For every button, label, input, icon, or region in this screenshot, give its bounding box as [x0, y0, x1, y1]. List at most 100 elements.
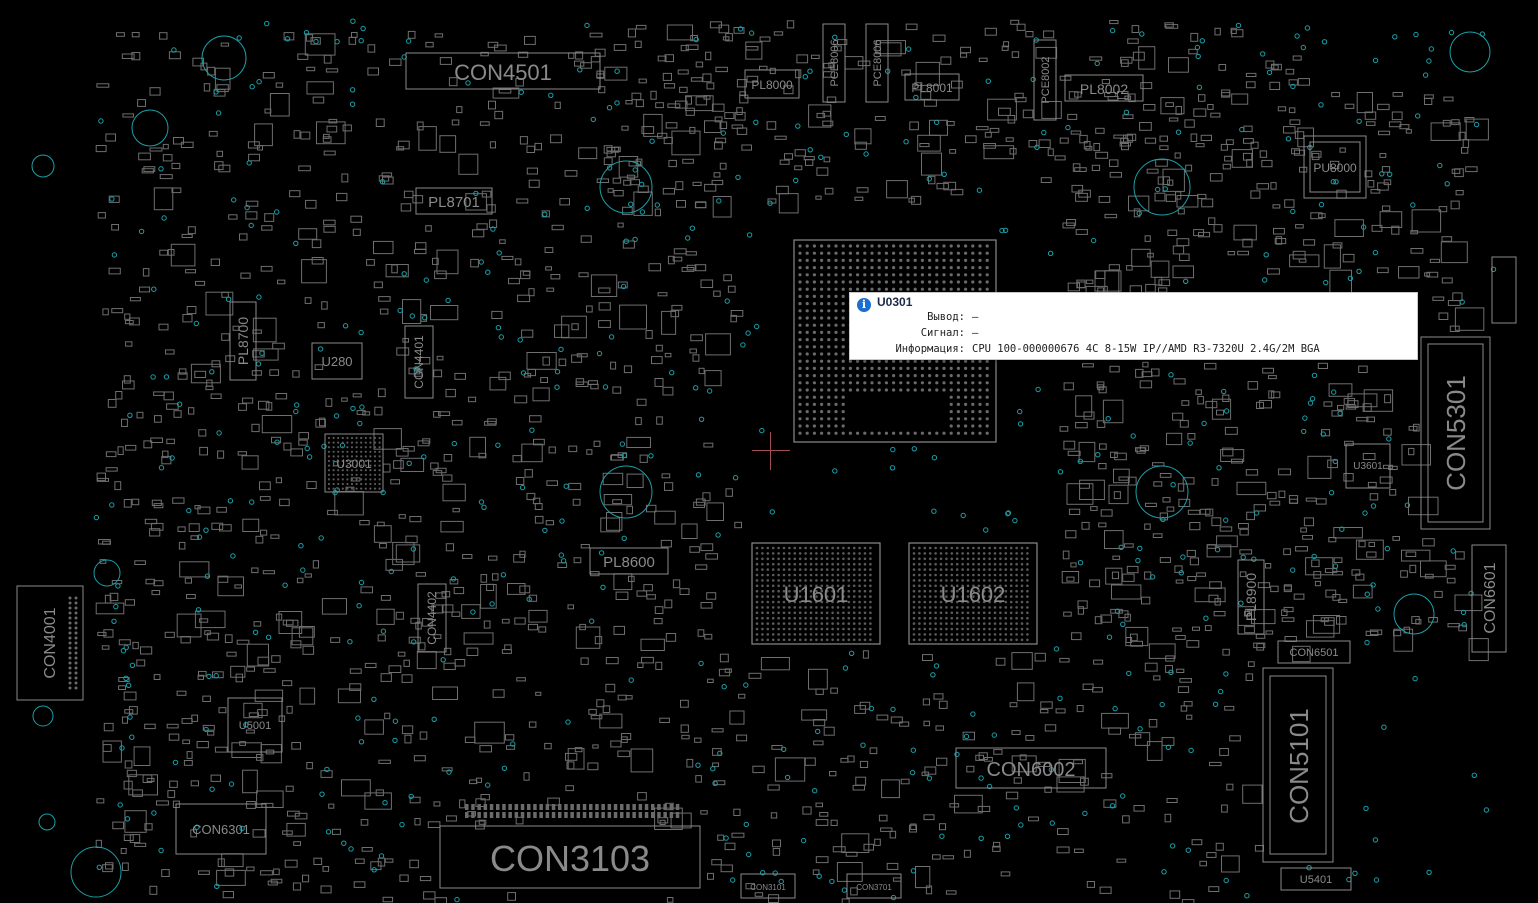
- u280-chip[interactable]: U280: [311, 342, 363, 380]
- bga-ball: [971, 374, 975, 378]
- con6501-connector[interactable]: CON6501: [1277, 640, 1351, 664]
- smd-component: [690, 77, 703, 82]
- con3701-connector[interactable]: CON6301: [175, 803, 267, 855]
- bga-ball: [956, 417, 961, 421]
- connector-pin: [675, 804, 680, 810]
- bga-ball: [912, 552, 916, 555]
- con4501-connector[interactable]: CON4501: [405, 52, 601, 90]
- smd-component: [770, 812, 778, 819]
- smd-component: [196, 741, 209, 749]
- smd-component: [1269, 500, 1281, 506]
- u3001-bga-package[interactable]: U3001: [324, 433, 384, 493]
- smd-component: [565, 752, 578, 761]
- u1602-bga-package[interactable]: U1602: [908, 542, 1038, 645]
- bga-ball: [820, 345, 824, 349]
- bga-ball: [834, 302, 838, 306]
- con6502-connector[interactable]: U5401: [1280, 867, 1352, 891]
- pce8006-capacitor[interactable]: PCE8006: [865, 23, 889, 103]
- bga-ball: [1004, 573, 1008, 577]
- bga-ball: [798, 568, 802, 571]
- mounting-hole: [1449, 31, 1491, 73]
- con4402-connector[interactable]: CON4402: [417, 583, 447, 653]
- smd-component: [1196, 572, 1206, 577]
- smd-component: [568, 52, 575, 59]
- bga-ball: [755, 616, 759, 620]
- bga-ball: [827, 338, 831, 342]
- bga-ball: [804, 633, 807, 636]
- con6002-connector[interactable]: CON6002: [955, 747, 1107, 789]
- bga-ball: [918, 622, 921, 625]
- smd-component: [1366, 121, 1376, 126]
- bga-ball: [831, 589, 834, 593]
- smd-component: [407, 30, 416, 39]
- pu8000-controller[interactable]: PU8000: [1303, 135, 1367, 199]
- con3103-connector[interactable]: CON3701: [846, 873, 902, 899]
- via: [554, 384, 560, 390]
- bga-ball: [827, 431, 831, 435]
- smd-component: [1230, 27, 1237, 34]
- bga-ball: [985, 366, 989, 370]
- con6301-connector[interactable]: CON3101: [740, 873, 796, 899]
- smd-component: [692, 181, 702, 187]
- smd-component: [654, 208, 661, 217]
- pl8700-inductor[interactable]: PL8700: [229, 301, 257, 381]
- smd-component: [550, 134, 562, 144]
- via: [98, 118, 104, 124]
- con4401-connector[interactable]: CON4401: [404, 325, 434, 399]
- mounting-hole: [131, 109, 169, 147]
- bga-ball: [827, 410, 831, 414]
- con4001-connector[interactable]: CON4001: [16, 585, 84, 701]
- bga-ball: [848, 244, 853, 248]
- via: [1352, 870, 1358, 876]
- smd-component: [96, 472, 106, 481]
- pl8000-inductor[interactable]: PL8000: [744, 69, 800, 99]
- smd-component: [210, 774, 222, 782]
- bga-ball: [841, 431, 845, 435]
- bga-ball: [988, 616, 991, 620]
- smd-component: [1083, 411, 1095, 420]
- bga-ball: [899, 287, 903, 291]
- bga-ball: [1015, 600, 1018, 604]
- smd-component: [631, 92, 642, 101]
- pl8600-inductor[interactable]: PL8600: [589, 547, 669, 575]
- pce8006-capacitor[interactable]: PCE8006: [822, 23, 846, 103]
- u5401-chip[interactable]: U3601: [1345, 443, 1391, 489]
- bga-ball: [1026, 600, 1029, 604]
- con6601-connector[interactable]: CON6601: [1471, 544, 1507, 653]
- bga-ball: [966, 600, 970, 604]
- con5101-connector[interactable]: CON5101: [1262, 667, 1334, 863]
- smd-component: [1131, 248, 1151, 267]
- smd-component: [439, 135, 457, 153]
- pce8002-capacitor[interactable]: PCE8002: [1033, 39, 1057, 121]
- con3101-connector[interactable]: CON3103: [439, 804, 701, 889]
- bga-ball: [935, 287, 939, 291]
- u1601-bga-package[interactable]: U1601: [751, 542, 881, 645]
- bga-ball: [863, 251, 867, 255]
- smd-component: [681, 523, 698, 539]
- smd-component: [605, 683, 616, 693]
- pl8900-inductor[interactable]: PL8900: [1237, 559, 1265, 635]
- u5001-chip[interactable]: [1491, 256, 1517, 324]
- via: [793, 177, 799, 184]
- smd-component: [1365, 630, 1379, 636]
- bga-ball: [798, 584, 802, 588]
- smd-component: [681, 267, 695, 272]
- smd-component: [1293, 149, 1306, 156]
- smd-component: [700, 810, 708, 815]
- bga-ball: [777, 552, 780, 555]
- pl8002-inductor[interactable]: PL8002: [1064, 74, 1144, 102]
- bga-ball: [337, 482, 340, 486]
- bga-ball: [939, 611, 943, 615]
- con5301-connector[interactable]: CON5301: [1420, 336, 1491, 530]
- smd-component: [306, 66, 316, 72]
- smd-component: [456, 106, 463, 114]
- smd-component: [252, 829, 266, 838]
- pl8001-inductor[interactable]: PL8001: [904, 73, 960, 101]
- bga-ball: [771, 552, 775, 555]
- bga-ball: [766, 600, 770, 604]
- smd-component: [1278, 468, 1291, 476]
- via: [450, 576, 457, 582]
- u3601-chip[interactable]: U5001: [227, 697, 283, 753]
- pl8701-inductor[interactable]: PL8701: [415, 187, 493, 215]
